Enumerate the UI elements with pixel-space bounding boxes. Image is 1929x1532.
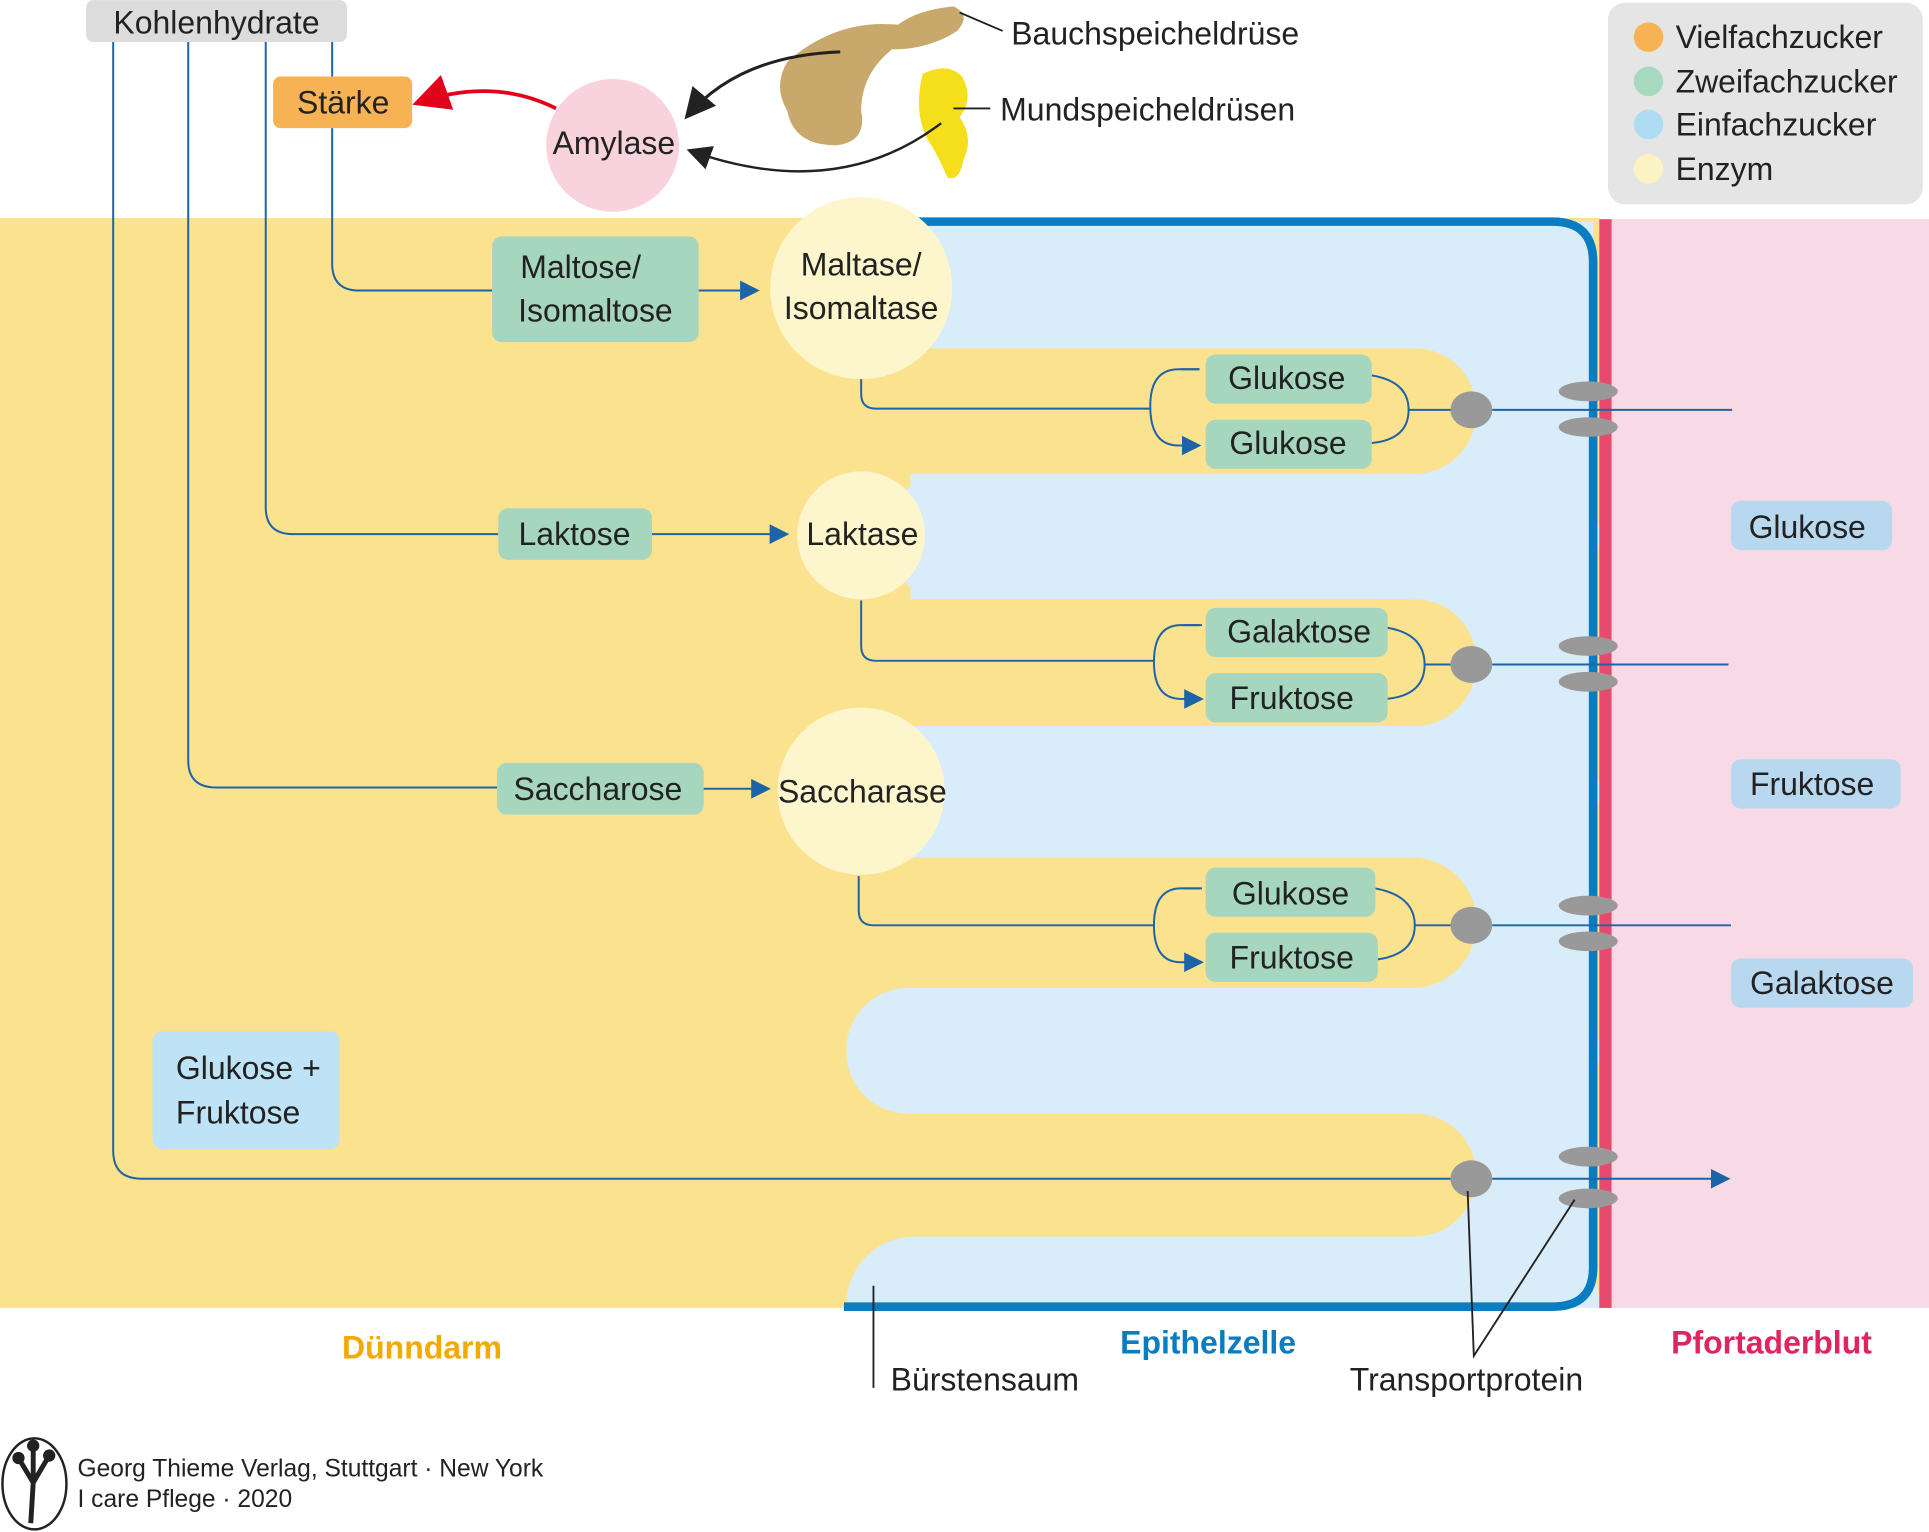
saccharose-label: Saccharose (513, 771, 682, 807)
credit-line-1: Georg Thieme Verlag, Stuttgart · New Yor… (78, 1455, 544, 1482)
product-label: Glukose (1229, 425, 1346, 461)
saccharase-label: Saccharase (778, 773, 947, 809)
maltase-label: Maltase/Isomaltase (784, 247, 939, 326)
legend-dot-monosaccharide (1633, 109, 1664, 140)
transporters (1450, 381, 1732, 1209)
credit-line-2: I care Pflege · 2020 (78, 1486, 293, 1513)
maltose-label: Maltose/Isomaltose (518, 249, 673, 328)
laktase-circle (797, 471, 926, 600)
product-label: Glukose (1232, 875, 1349, 911)
blood-glucose-label: Glukose (1749, 509, 1866, 545)
epithel-finger (885, 473, 1600, 600)
laktase-label: Laktase (806, 516, 918, 552)
product-group-saccharose: Glukose Fruktose (857, 867, 1452, 981)
salivary-gland-icon (918, 68, 969, 179)
blood-fructose-label: Fruktose (1750, 766, 1874, 802)
amylase-label: Amylase (553, 125, 676, 161)
saccharose-box (497, 762, 704, 815)
product-label: Fruktose (1230, 939, 1354, 975)
red-arrow (412, 75, 557, 111)
product-label: Galaktose (1227, 613, 1371, 649)
legend-dot-polysaccharide (1633, 22, 1664, 52)
blood-fructose-box (1730, 759, 1901, 809)
blood-glucose-box (1730, 500, 1893, 551)
publisher-logo (1, 1437, 68, 1531)
maltose-box (492, 236, 699, 343)
blood-galactose-label: Galaktose (1750, 965, 1894, 1001)
saccharase-circle (777, 707, 945, 875)
pancreas-label: Bauchspeicheldrüse (1011, 15, 1299, 51)
buerstensaum-label: Bürstensaum (891, 1361, 1079, 1397)
salivary-label: Mundspeicheldrüsen (1000, 92, 1295, 128)
legend-label: Enzym (1676, 151, 1774, 187)
villus (738, 1113, 1477, 1237)
legend: Vielfachzucker Zweifachzucker Einfachzuc… (1607, 2, 1923, 205)
legend-dot-enzyme (1633, 153, 1664, 184)
legend-label: Vielfachzucker (1676, 19, 1884, 55)
blood-galactose-box (1730, 958, 1914, 1008)
epithel-finger (898, 726, 1600, 858)
staerke-box (273, 76, 413, 129)
glucose-fructose-box (152, 1031, 340, 1150)
pancreas-icon (779, 6, 964, 146)
product-group-maltose: Glukose Glukose (860, 354, 1452, 469)
epithelzelle-label: Epithelzelle (1120, 1324, 1296, 1360)
staerke-label: Stärke (297, 84, 389, 120)
glucose-fructose-label: Glukose +Fruktose (176, 1050, 321, 1130)
transportprotein-label: Transportprotein (1350, 1361, 1583, 1397)
title: Kohlenhydrate (113, 4, 319, 40)
pfortaderblut-label: Pfortaderblut (1671, 1324, 1872, 1360)
laktose-label: Laktose (519, 516, 631, 552)
duenndarm-label: Dünndarm (342, 1329, 502, 1365)
legend-label: Einfachzucker (1676, 107, 1877, 143)
legend-label: Zweifachzucker (1676, 63, 1898, 99)
vessel-wall (1599, 219, 1612, 1308)
product-group-laktose: Galaktose Fruktose (860, 600, 1452, 723)
title-box (86, 0, 347, 43)
maltase-circle (770, 197, 953, 380)
product-label: Fruktose (1230, 680, 1354, 716)
product-label: Glukose (1228, 360, 1345, 396)
laktose-box (498, 508, 653, 560)
epithel-finger (846, 988, 1600, 1114)
amylase-circle (546, 78, 680, 212)
legend-dot-disaccharide (1633, 66, 1664, 97)
cell-membrane (843, 217, 1598, 1311)
